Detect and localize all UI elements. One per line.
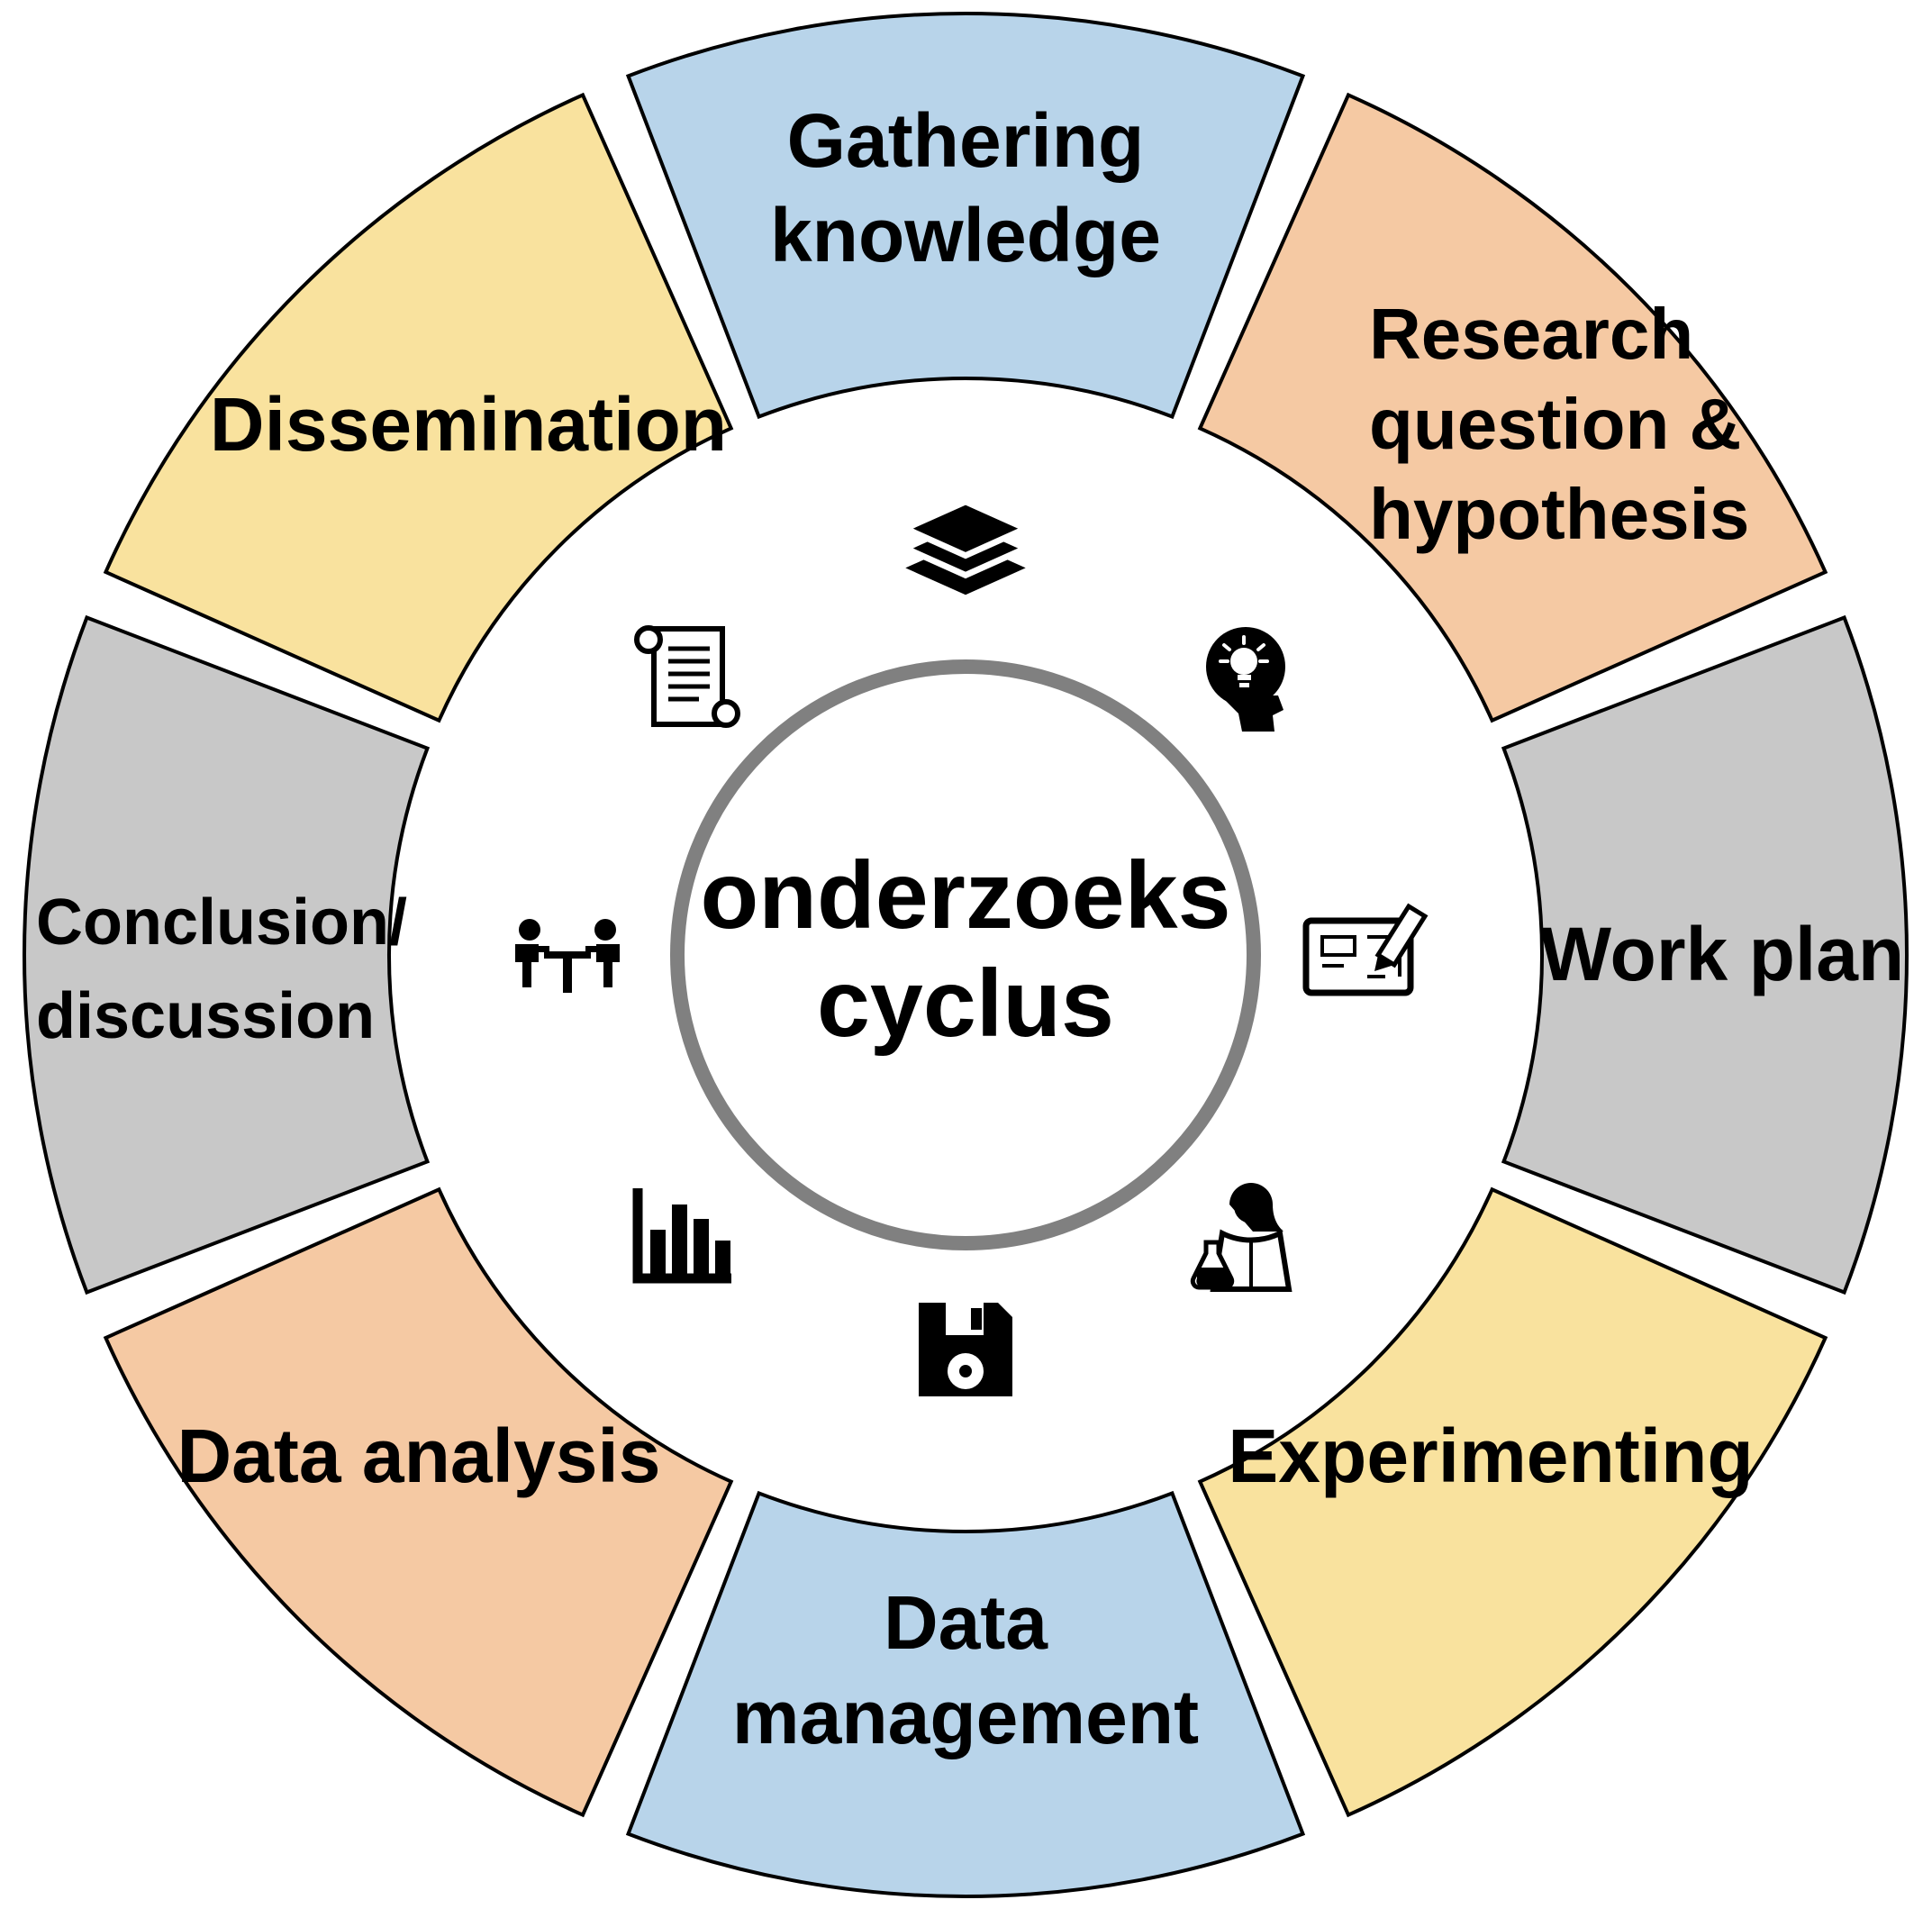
meeting-icon (515, 919, 620, 993)
segment-label-research-line1: Research (1369, 294, 1693, 374)
segment-label-research-line2: question & (1369, 384, 1741, 464)
bar-chart-icon (632, 1188, 731, 1284)
segment-label-experimenting: Experimenting (1228, 1414, 1753, 1498)
scroll-icon (634, 625, 740, 728)
segment-data-management (625, 1490, 1306, 1898)
segment-research-question-hypothesis (1197, 92, 1828, 723)
segment-label-data-management-line1: Data (884, 1580, 1048, 1665)
segment-label-gathering-knowledge-line2: knowledge (770, 193, 1161, 277)
diagram-title-line1: onderzoeks (700, 842, 1230, 949)
scientist-icon (1190, 1183, 1293, 1292)
segment-experimenting (1197, 1186, 1828, 1818)
segment-label-dissemination: Dissemination (210, 382, 727, 467)
segment-labels: Gathering knowledge Research question & … (36, 98, 1904, 1759)
books-icon (897, 498, 1034, 595)
segment-label-conclusion-line2: discussion (36, 980, 375, 1052)
segment-work-plan (1501, 614, 1909, 1295)
segment-label-gathering-knowledge-line1: Gathering (787, 98, 1145, 183)
segment-label-data-analysis: Data analysis (177, 1414, 661, 1498)
segment-label-work-plan: Work plan (1540, 912, 1905, 996)
segment-label-data-management-line2: management (732, 1675, 1199, 1759)
idea-head-icon (1206, 627, 1285, 732)
segment-gathering-knowledge (625, 12, 1306, 420)
segment-data-analysis (103, 1186, 734, 1818)
floppy-disk-icon (919, 1303, 1012, 1396)
center-circle (670, 659, 1261, 1250)
segment-conclusion-discussion (23, 614, 431, 1295)
diagram-title-line2: cyclus (817, 950, 1114, 1057)
segment-label-conclusion-line1: Conclusion/ (36, 886, 407, 959)
segment-label-research-line3: hypothesis (1369, 474, 1749, 554)
blueprint-icon (1302, 903, 1429, 996)
segment-dissemination (103, 92, 734, 723)
